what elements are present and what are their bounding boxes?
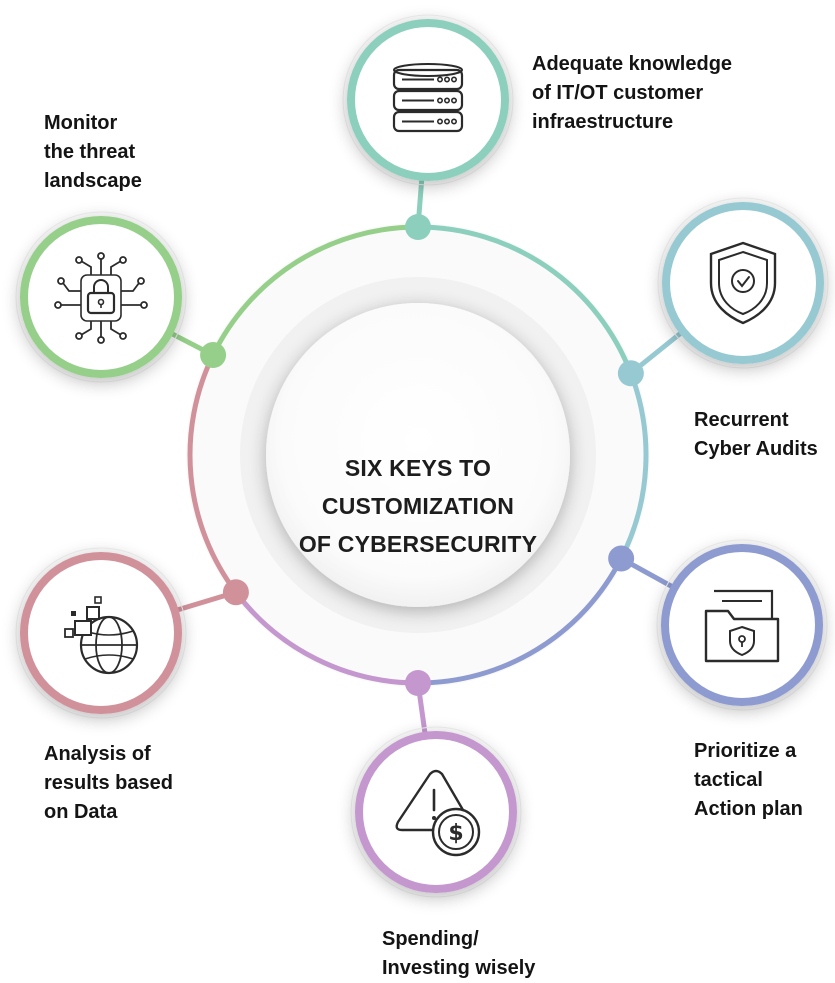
- node-circle-threat: [20, 216, 182, 378]
- network-lock-icon: [54, 252, 148, 344]
- ring-dot-analysis: [222, 579, 249, 606]
- secure-folder-icon: [704, 589, 780, 663]
- node-shadow-analysis: [15, 547, 187, 719]
- ring-arc-threat: [210, 224, 419, 357]
- label-line: the threat: [44, 141, 136, 163]
- center-title-line: OF CYBERSECURITY: [298, 531, 538, 557]
- label-line: Cyber Audits: [694, 438, 818, 460]
- label-action-plan: Prioritize a tactical Action plan: [694, 737, 803, 824]
- center-title-area: SIX KEYS TO CUSTOMIZATION OF CYBERSECURI…: [268, 356, 568, 656]
- node-circle-analysis: [20, 552, 182, 714]
- svg-text:$: $: [448, 821, 463, 846]
- label-line: landscape: [44, 170, 142, 192]
- label-line: Action plan: [694, 798, 803, 820]
- center-title: SIX KEYS TO CUSTOMIZATION OF CYBERSECURI…: [299, 449, 537, 563]
- center-title-line: SIX KEYS TO: [344, 455, 492, 481]
- node-shadow-threat: [15, 211, 187, 383]
- node-circle-spending: [355, 731, 517, 893]
- label-line: Investing wisely: [382, 957, 536, 979]
- warning-dollar-icon: $: [395, 769, 481, 857]
- key-nodes: $: [15, 14, 829, 898]
- center-title-line: CUSTOMIZATION: [321, 493, 515, 519]
- label-line: Spending/: [382, 928, 479, 950]
- label-line: Prioritize a: [694, 740, 797, 762]
- ring-arc-infrastructure: [417, 224, 634, 375]
- label-line: infraestructure: [532, 111, 674, 133]
- node-circle-audits: [662, 202, 824, 364]
- node-shadow-audits: [657, 197, 829, 369]
- ring-arc-spending: [233, 590, 419, 686]
- ring-arc-analysis: [187, 353, 238, 594]
- label-infrastructure: Adequate knowledge of IT/OT customer inf…: [532, 50, 732, 137]
- label-line: Recurrent: [694, 409, 789, 431]
- ring-arc-action-plan: [417, 557, 624, 686]
- label-line: Monitor: [44, 112, 118, 134]
- ring-dot-spending: [405, 670, 431, 696]
- label-audits: Recurrent Cyber Audits: [694, 406, 818, 464]
- ring-arc-audits: [618, 372, 649, 560]
- label-spending: Spending/ Investing wisely: [382, 925, 535, 983]
- server-icon: [392, 63, 464, 133]
- node-shadow-spending: [350, 726, 522, 898]
- data-globe-icon: [64, 596, 139, 675]
- connector-ring: [187, 224, 649, 686]
- label-line: of IT/OT customer: [532, 82, 704, 104]
- label-line: Analysis of: [44, 743, 151, 765]
- shield-check-icon: [709, 241, 777, 325]
- node-shadow-infrastructure: [342, 14, 514, 186]
- ring-dot-action-plan: [608, 545, 635, 572]
- ring-dot-threat: [200, 342, 227, 369]
- label-threat: Monitor the threat landscape: [44, 109, 142, 196]
- ring-dot-infrastructure: [405, 214, 431, 240]
- center-disc: [266, 303, 570, 607]
- label-line: Adequate knowledge: [532, 53, 733, 75]
- label-line: results based: [44, 772, 173, 794]
- node-shadow-action-plan: [656, 539, 828, 711]
- label-line: tactical: [694, 769, 763, 791]
- label-analysis: Analysis of results based on Data: [44, 740, 173, 827]
- label-line: on Data: [44, 801, 118, 823]
- ring-dot-audits: [617, 360, 644, 387]
